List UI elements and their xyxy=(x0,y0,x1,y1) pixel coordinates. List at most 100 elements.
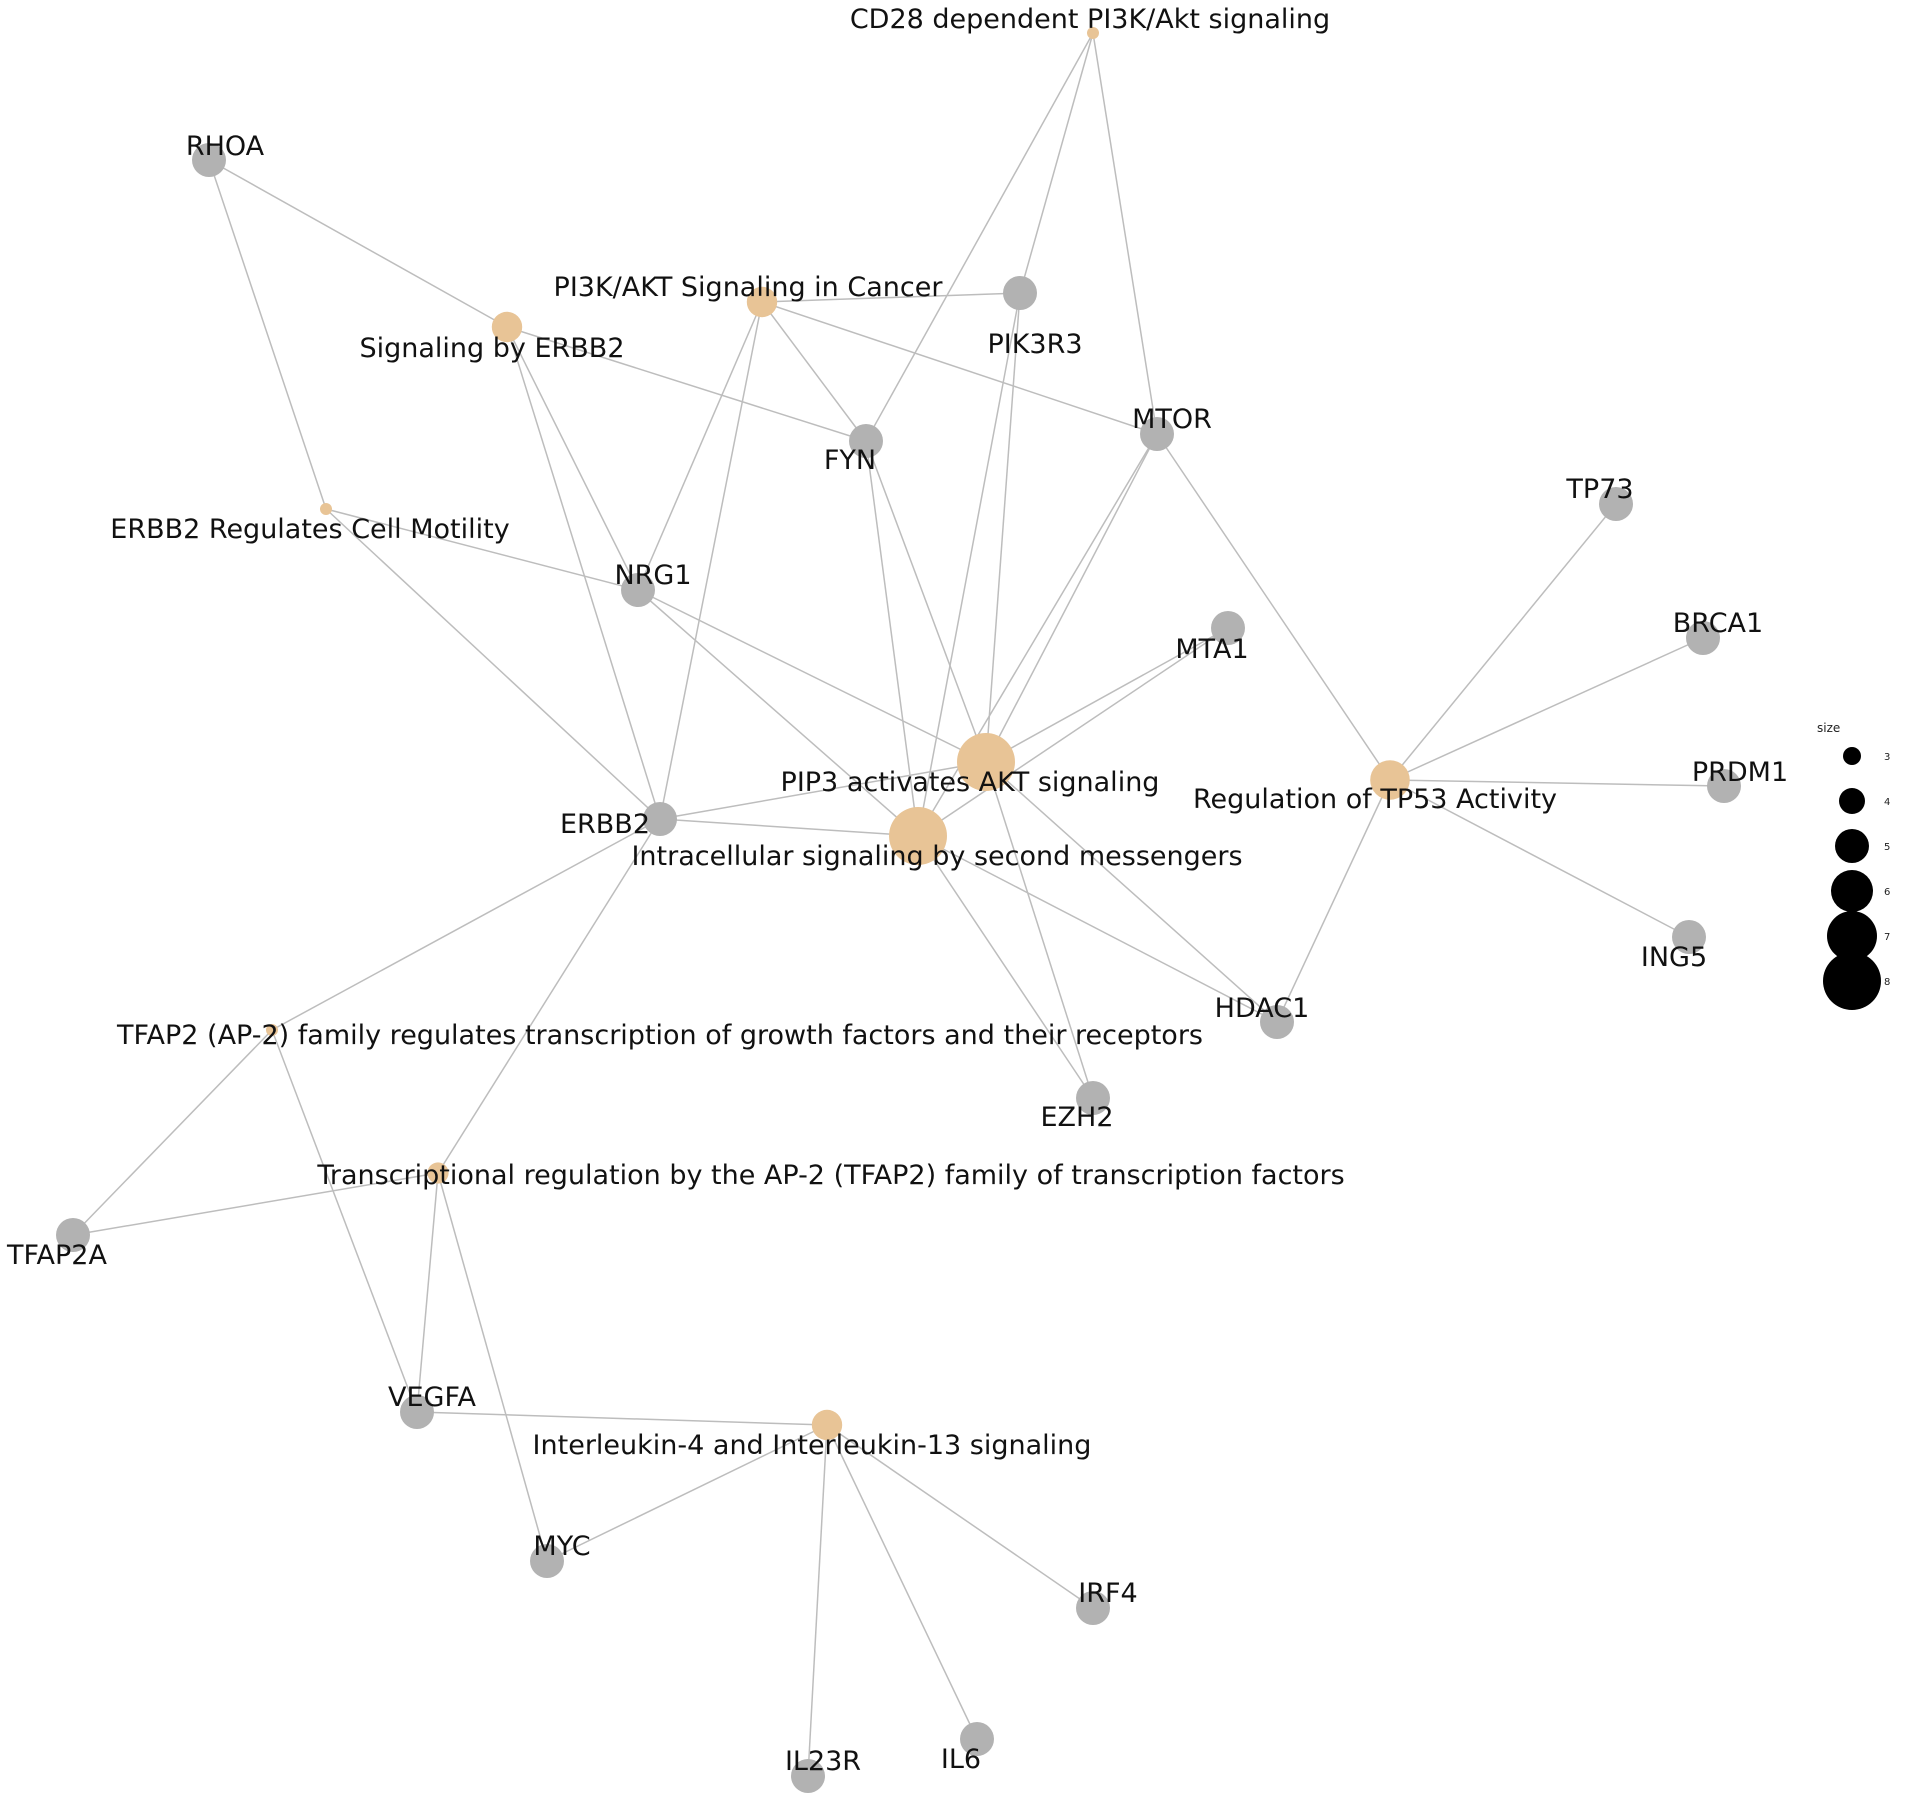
pathway-label-tp53: Regulation of TP53 Activity xyxy=(1193,784,1557,815)
gene-node-ezh2 xyxy=(1076,1081,1110,1115)
legend-label-7: 7 xyxy=(1884,932,1890,943)
gene-node-irf4 xyxy=(1076,1591,1110,1625)
edge-pip3-akt-ezh2 xyxy=(985,761,1094,1099)
legend-dot-6 xyxy=(1831,870,1873,912)
gene-node-vegfa xyxy=(400,1395,434,1429)
pathway-node-sig-erbb2 xyxy=(491,311,523,343)
legend-label-5: 5 xyxy=(1884,842,1890,853)
edge-tfap2-growth-tfap2a xyxy=(72,1029,273,1236)
edge-il4-il13-myc xyxy=(546,1424,828,1562)
edge-second-messengers-hdac1 xyxy=(917,835,1278,1023)
gene-node-brca1 xyxy=(1686,621,1720,655)
gene-node-erbb2 xyxy=(643,802,677,836)
edge-layer xyxy=(72,32,1725,1777)
edge-pip3-akt-pik3r3 xyxy=(985,292,1021,763)
edge-second-messengers-ezh2 xyxy=(917,835,1094,1099)
edge-pip3-akt-erbb2 xyxy=(659,761,987,820)
gene-node-prdm1 xyxy=(1707,769,1741,803)
edge-tp53-hdac1 xyxy=(1276,779,1391,1023)
pathway-label-tfap2-transcription: Transcriptional regulation by the AP-2 (… xyxy=(316,1160,1344,1191)
gene-label-erbb2: ERBB2 xyxy=(560,809,650,840)
gene-label-ezh2: EZH2 xyxy=(1040,1102,1113,1133)
pathway-label-erbb2-motility: ERBB2 Regulates Cell Motility xyxy=(110,514,509,545)
pathway-label-tfap2-growth: TFAP2 (AP-2) family regulates transcript… xyxy=(116,1020,1203,1051)
gene-node-mta1 xyxy=(1211,611,1245,645)
node-layer xyxy=(56,27,1741,1793)
edge-sig-erbb2-nrg1 xyxy=(506,326,639,591)
edge-second-messengers-fyn xyxy=(865,440,919,837)
edge-tfap2-growth-vegfa xyxy=(271,1029,418,1413)
gene-label-fyn: FYN xyxy=(824,445,876,476)
pathway-label-pi3kakt-cancer: PI3K/AKT Signaling in Cancer xyxy=(554,272,944,303)
gene-label-il6: IL6 xyxy=(941,1744,981,1775)
edge-erbb2-motility-erbb2 xyxy=(325,508,661,820)
pathway-node-il4-il13 xyxy=(811,1409,843,1441)
edge-pi3kakt-cancer-pik3r3 xyxy=(761,292,1021,303)
gene-label-mta1: MTA1 xyxy=(1175,634,1248,665)
legend-dot-8 xyxy=(1823,952,1881,1010)
edge-tp53-brca1 xyxy=(1389,637,1704,781)
legend-dot-3 xyxy=(1843,747,1861,765)
edge-il4-il13-il23r xyxy=(807,1424,828,1777)
edge-second-messengers-nrg1 xyxy=(637,589,919,837)
edge-tfap2-transcription-myc xyxy=(437,1172,548,1562)
edge-il4-il13-vegfa xyxy=(416,1411,828,1426)
gene-label-vegfa: VEGFA xyxy=(388,1382,477,1413)
gene-node-mtor xyxy=(1140,417,1174,451)
gene-node-tp73 xyxy=(1599,487,1633,521)
pathway-label-second-messengers: Intracellular signaling by second messen… xyxy=(631,841,1242,872)
legend-dot-5 xyxy=(1835,829,1869,863)
gene-node-fyn xyxy=(849,424,883,458)
gene-label-ing5: ING5 xyxy=(1641,942,1707,973)
gene-label-prdm1: PRDM1 xyxy=(1692,757,1788,788)
gene-node-il6 xyxy=(960,1722,994,1756)
edge-erbb2-motility-nrg1 xyxy=(325,508,639,591)
gene-label-brca1: BRCA1 xyxy=(1673,608,1763,639)
edge-tp53-prdm1 xyxy=(1389,779,1725,787)
pathway-node-tfap2-transcription xyxy=(427,1162,449,1184)
gene-label-irf4: IRF4 xyxy=(1078,1578,1137,1609)
pathway-node-tfap2-growth xyxy=(266,1024,278,1036)
edge-sig-erbb2-fyn xyxy=(506,326,867,442)
pathway-label-il4-il13: Interleukin-4 and Interleukin-13 signali… xyxy=(533,1430,1092,1461)
pathway-label-sig-erbb2: Signaling by ERBB2 xyxy=(359,333,624,364)
edge-cd28-mtor xyxy=(1092,32,1158,435)
gene-label-nrg1: NRG1 xyxy=(614,560,691,591)
legend-label-3: 3 xyxy=(1884,752,1890,763)
edge-pi3kakt-cancer-mtor xyxy=(761,301,1158,435)
edge-second-messengers-erbb2 xyxy=(659,818,919,837)
edge-second-messengers-mta1 xyxy=(917,627,1229,837)
gene-node-tfap2a xyxy=(56,1218,90,1252)
legend-dot-4 xyxy=(1839,788,1865,814)
gene-node-il23r xyxy=(791,1759,825,1793)
edge-pi3kakt-cancer-fyn xyxy=(761,301,867,442)
edge-cd28-fyn xyxy=(865,32,1094,442)
gene-node-pik3r3 xyxy=(1003,276,1037,310)
gene-label-myc: MYC xyxy=(533,1531,590,1562)
edge-tfap2-transcription-erbb2 xyxy=(437,818,661,1174)
edge-sig-erbb2-erbb2 xyxy=(506,326,661,820)
edge-sig-erbb2-rhoa xyxy=(208,159,508,328)
gene-node-nrg1 xyxy=(621,573,655,607)
gene-node-myc xyxy=(530,1544,564,1578)
edge-second-messengers-mtor xyxy=(917,433,1158,837)
gene-node-rhoa xyxy=(192,143,226,177)
gene-label-tfap2a: TFAP2A xyxy=(6,1240,107,1271)
edge-pip3-akt-nrg1 xyxy=(637,589,987,763)
gene-label-pik3r3: PIK3R3 xyxy=(987,329,1082,360)
edge-pip3-akt-mtor xyxy=(985,433,1158,763)
pathway-node-second-messengers xyxy=(889,807,947,865)
pathway-node-tp53 xyxy=(1370,760,1410,800)
edge-erbb2-motility-rhoa xyxy=(208,159,327,510)
gene-label-il23r: IL23R xyxy=(785,1746,861,1777)
edge-tfap2-transcription-tfap2a xyxy=(72,1172,439,1236)
legend-dot-7 xyxy=(1827,911,1877,961)
pathway-node-cd28 xyxy=(1087,27,1099,39)
edge-tfap2-transcription-vegfa xyxy=(416,1172,439,1413)
edge-il4-il13-irf4 xyxy=(826,1424,1094,1609)
gene-label-hdac1: HDAC1 xyxy=(1215,993,1310,1024)
pathway-node-pi3kakt-cancer xyxy=(746,286,778,318)
edge-pi3kakt-cancer-nrg1 xyxy=(637,301,763,591)
